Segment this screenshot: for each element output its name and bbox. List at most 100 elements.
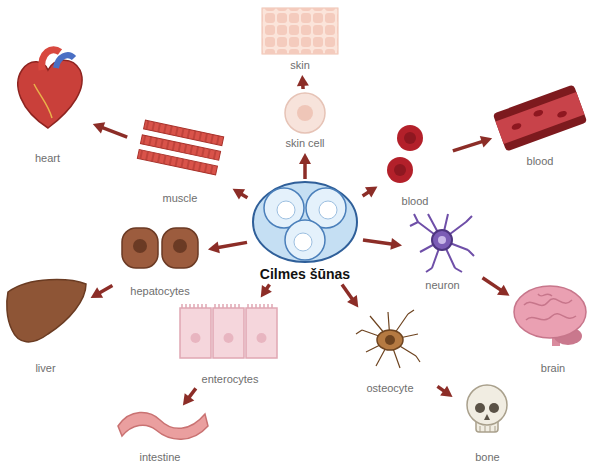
dendrites	[410, 214, 474, 272]
nucleus	[173, 239, 187, 253]
cell-node: skin cell	[255, 92, 355, 150]
arrow-head	[497, 285, 509, 296]
red-blood-cell	[397, 125, 423, 151]
cell-body	[432, 230, 452, 250]
arrow-connector	[437, 386, 452, 397]
arrow-line	[453, 141, 484, 151]
arrow-connector	[93, 122, 127, 137]
cell-center	[394, 164, 406, 176]
stem-cell-label: Cilmes šūnas	[260, 266, 350, 282]
vessel-lumen	[495, 92, 584, 144]
skin-tissue	[262, 8, 338, 54]
arrow-head	[261, 285, 272, 297]
arrow-head	[299, 153, 311, 164]
organ-node: bone	[455, 380, 520, 464]
cell-label: bone	[475, 451, 499, 464]
cell-body	[377, 330, 403, 350]
intestine-picture	[118, 412, 208, 439]
heart-picture	[18, 50, 82, 128]
stem-cell	[285, 220, 325, 260]
osteocyte-picture	[356, 310, 420, 368]
teeth	[480, 426, 495, 432]
red-blood-cell	[387, 157, 413, 183]
neuron-picture	[410, 214, 474, 272]
muscle-picture	[137, 120, 223, 175]
arrow-head	[208, 242, 220, 254]
organ-node: heart	[5, 48, 90, 165]
organ-node: brain	[512, 275, 594, 375]
brain-picture	[514, 286, 586, 346]
organ-node: skin	[255, 3, 345, 72]
organ-node: blood	[495, 78, 585, 168]
arrow-connector	[261, 284, 272, 297]
arrow-connector	[342, 284, 358, 307]
arrow-head	[297, 75, 309, 86]
arrow-line	[101, 127, 127, 137]
nucleus	[294, 233, 312, 251]
pulmonary-vessel	[56, 55, 74, 68]
cell-label: neuron	[425, 279, 459, 292]
arrow-connector	[183, 388, 196, 405]
stem-cell-cluster	[253, 182, 357, 262]
arrow-connector	[233, 189, 248, 200]
nucleus	[277, 201, 295, 219]
cell-label: skin cell	[285, 137, 324, 150]
hepatocyte	[122, 228, 158, 268]
cerebrum	[514, 286, 586, 338]
hepatocyte	[162, 228, 198, 268]
nucleus	[257, 333, 267, 343]
arrow-connector	[299, 153, 311, 179]
organ-node: liver	[3, 273, 88, 375]
vessel-wall	[493, 84, 587, 151]
nucleus	[319, 201, 337, 219]
arrow-connector	[453, 136, 492, 151]
arrow-line	[342, 284, 353, 300]
blood-cells-picture	[387, 125, 423, 183]
arrow-head	[365, 187, 378, 198]
brain-folds	[524, 294, 576, 320]
cell-label: blood	[527, 155, 554, 168]
cell-node: osteocyte	[345, 310, 435, 395]
nose	[484, 414, 490, 420]
arrow-connector	[363, 238, 402, 250]
microvilli	[182, 304, 272, 308]
arrow-head	[183, 393, 194, 405]
organ-node: intestine	[110, 408, 210, 464]
arrow-connector	[297, 75, 309, 89]
cell-processes	[356, 310, 420, 368]
heart-body	[18, 60, 82, 128]
skin-cells-pattern	[262, 8, 338, 54]
cell-label: blood	[402, 195, 429, 208]
cell-label: muscle	[163, 192, 198, 205]
enterocytes-picture	[180, 304, 277, 358]
cell-label: enterocytes	[202, 373, 259, 386]
cell-node: enterocytes	[175, 300, 285, 386]
arrow-connector	[482, 278, 509, 296]
skull-picture	[467, 385, 507, 432]
nucleus	[224, 333, 234, 343]
cell-center	[404, 132, 416, 144]
arrow-connector	[91, 285, 113, 298]
nucleus	[133, 239, 147, 253]
stem-cells-picture	[253, 182, 357, 262]
nucleus	[191, 333, 201, 343]
blood-cell	[511, 122, 522, 131]
muscle-fiber	[137, 150, 217, 175]
arrow-head	[480, 136, 492, 147]
cell-label: brain	[541, 362, 565, 375]
liver-picture	[7, 280, 86, 342]
enterocyte	[180, 308, 211, 358]
skin-cell-picture	[285, 93, 325, 133]
blood-cell	[533, 109, 544, 118]
coronary-vessel	[34, 84, 52, 118]
arrow-line	[482, 278, 502, 291]
hepatocytes-picture	[122, 228, 198, 268]
arrow-line	[363, 240, 393, 244]
eye-socket	[489, 403, 499, 413]
arrow-head	[440, 386, 452, 397]
cranium	[467, 385, 507, 425]
arrow-head	[233, 189, 246, 200]
arrow-head	[347, 295, 358, 307]
arrow-head	[91, 287, 104, 298]
